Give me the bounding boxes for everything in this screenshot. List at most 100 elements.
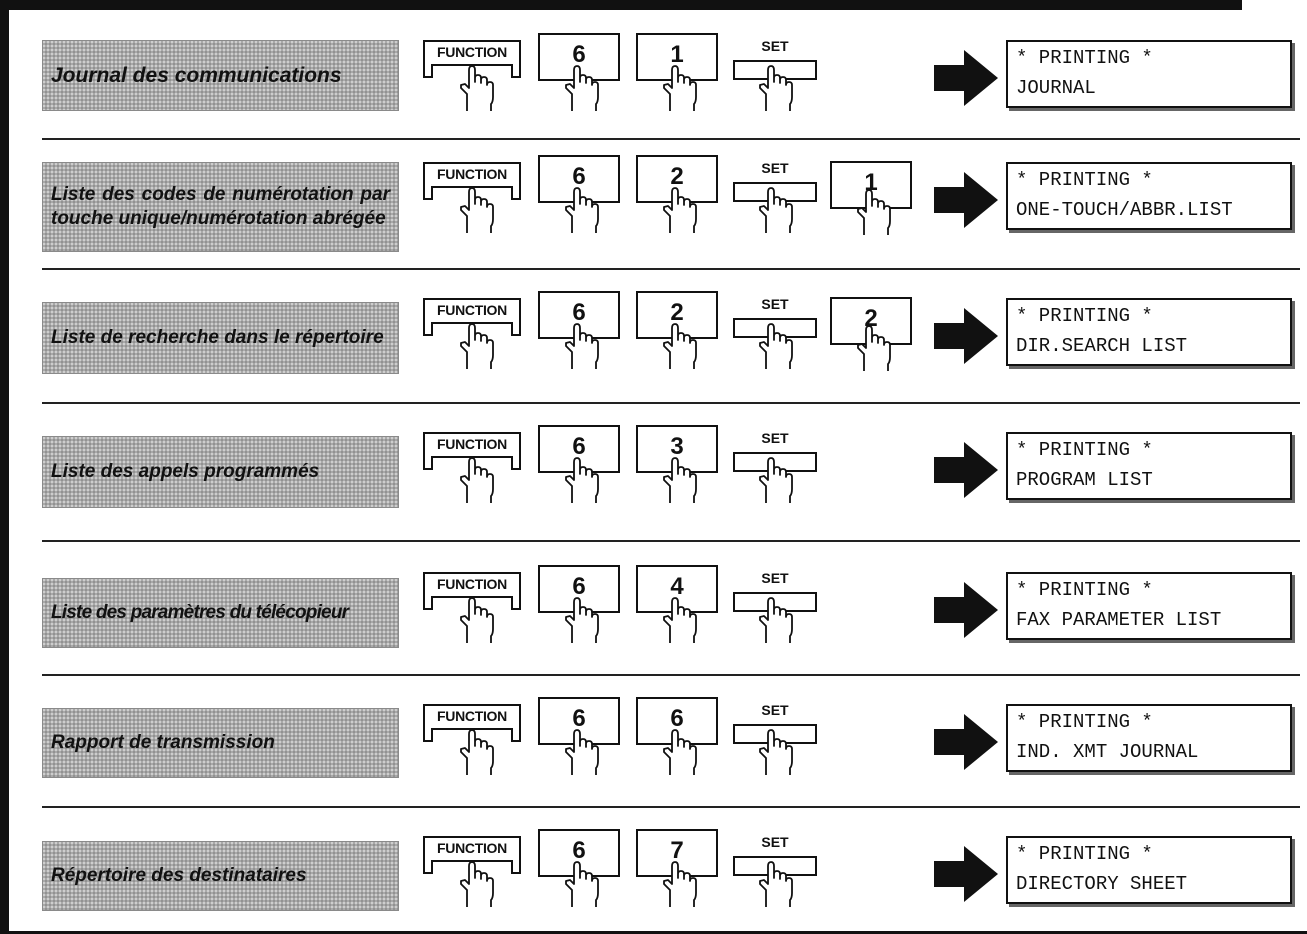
frame-left-border [0,0,9,934]
number-key-label: 3 [670,433,684,460]
row-separator [42,138,1300,140]
number-key[interactable]: 2 [830,297,912,345]
lcd-display: * PRINTING * DIRECTORY SHEET [1006,836,1292,904]
right-arrow-icon [934,442,998,498]
press-hand-icon [658,596,702,644]
lcd-line-1: * PRINTING * [1016,579,1153,601]
press-hand-icon [560,596,604,644]
step-label: Journal des communications [51,63,342,87]
step-label-box: Rapport de transmission [42,708,399,778]
set-key-label: SET [761,38,789,54]
frame-bottom-border [0,931,1307,934]
step-label: Liste des appels programmés [51,461,320,482]
press-hand-icon [658,860,702,908]
right-arrow-icon [934,308,998,364]
function-key-label: FUNCTION [437,576,507,592]
lcd-line-1: * PRINTING * [1016,169,1153,191]
number-key-label: 6 [572,433,586,460]
row-separator [42,674,1300,676]
press-hand-icon [754,64,798,112]
press-hand-icon [455,596,499,644]
press-hand-icon [754,728,798,776]
step-label: Liste des codes de numérotation par touc… [51,184,390,229]
set-key-label: SET [761,570,789,586]
press-hand-icon [455,322,499,370]
step-label: Liste des paramètres du télécopieur [51,602,349,623]
row-separator [42,402,1300,404]
lcd-line-2: JOURNAL [1016,77,1096,99]
row-separator [42,806,1300,808]
lcd-line-2: IND. XMT JOURNAL [1016,741,1199,763]
right-arrow-icon [934,714,998,770]
lcd-line-1: * PRINTING * [1016,47,1153,69]
lcd-line-2: ONE-TOUCH/ABBR.LIST [1016,199,1233,221]
lcd-display: * PRINTING *PROGRAM LIST [1006,432,1292,500]
number-key-label: 2 [864,305,878,332]
function-key-label: FUNCTION [437,302,507,318]
press-hand-icon [455,64,499,112]
lcd-display: * PRINTING * FAX PARAMETER LIST [1006,572,1292,640]
press-hand-icon [852,188,896,236]
step-label-box: Journal des communications [42,40,399,111]
row-separator [42,268,1300,270]
set-key-label: SET [761,160,789,176]
number-key-label: 6 [572,41,586,68]
press-hand-icon [560,728,604,776]
press-hand-icon [852,324,896,372]
right-arrow-icon [934,50,998,106]
press-hand-icon [560,456,604,504]
press-hand-icon [560,322,604,370]
press-hand-icon [560,860,604,908]
step-label-box: Liste des codes de numérotation par touc… [42,162,399,252]
press-hand-icon [754,322,798,370]
press-hand-icon [658,64,702,112]
press-hand-icon [754,860,798,908]
step-label-box: Liste des appels programmés [42,436,399,508]
press-hand-icon [560,186,604,234]
number-key-label: 7 [670,837,684,864]
row-separator [42,540,1300,542]
lcd-line-2: DIR.SEARCH LIST [1016,335,1188,357]
number-key[interactable]: 1 [830,161,912,209]
function-key-label: FUNCTION [437,44,507,60]
lcd-line-2: PROGRAM LIST [1016,469,1153,491]
number-key-label: 2 [670,163,684,190]
press-hand-icon [455,860,499,908]
step-label: Rapport de transmission [51,732,275,753]
press-hand-icon [455,728,499,776]
lcd-line-1: * PRINTING * [1016,305,1153,327]
step-label: Liste de recherche dans le répertoire [51,327,384,348]
step-label-box: Liste des paramètres du télécopieur [42,578,399,648]
set-key-label: SET [761,430,789,446]
press-hand-icon [455,186,499,234]
number-key-label: 6 [572,163,586,190]
function-key-label: FUNCTION [437,166,507,182]
lcd-display: * PRINTING * ONE-TOUCH/ABBR.LIST [1006,162,1292,230]
step-label-box: Répertoire des destinataires [42,841,399,911]
step-label-box: Liste de recherche dans le répertoire [42,302,399,374]
press-hand-icon [658,186,702,234]
set-key-label: SET [761,834,789,850]
number-key-label: 6 [572,299,586,326]
function-key-label: FUNCTION [437,840,507,856]
press-hand-icon [658,322,702,370]
press-hand-icon [754,596,798,644]
number-key[interactable]: 6 [538,291,620,339]
right-arrow-icon [934,172,998,228]
press-hand-icon [658,456,702,504]
lcd-line-2: DIRECTORY SHEET [1016,873,1188,895]
number-key[interactable]: 6 [538,697,620,745]
press-hand-icon [455,456,499,504]
lcd-line-1: * PRINTING * [1016,843,1153,865]
press-hand-icon [658,728,702,776]
set-key-label: SET [761,702,789,718]
right-arrow-icon [934,846,998,902]
press-hand-icon [754,186,798,234]
number-key[interactable]: 6 [538,155,620,203]
function-key-label: FUNCTION [437,436,507,452]
lcd-line-2: FAX PARAMETER LIST [1016,609,1222,631]
number-key-label: 2 [670,299,684,326]
function-key-label: FUNCTION [437,708,507,724]
set-key-label: SET [761,296,789,312]
